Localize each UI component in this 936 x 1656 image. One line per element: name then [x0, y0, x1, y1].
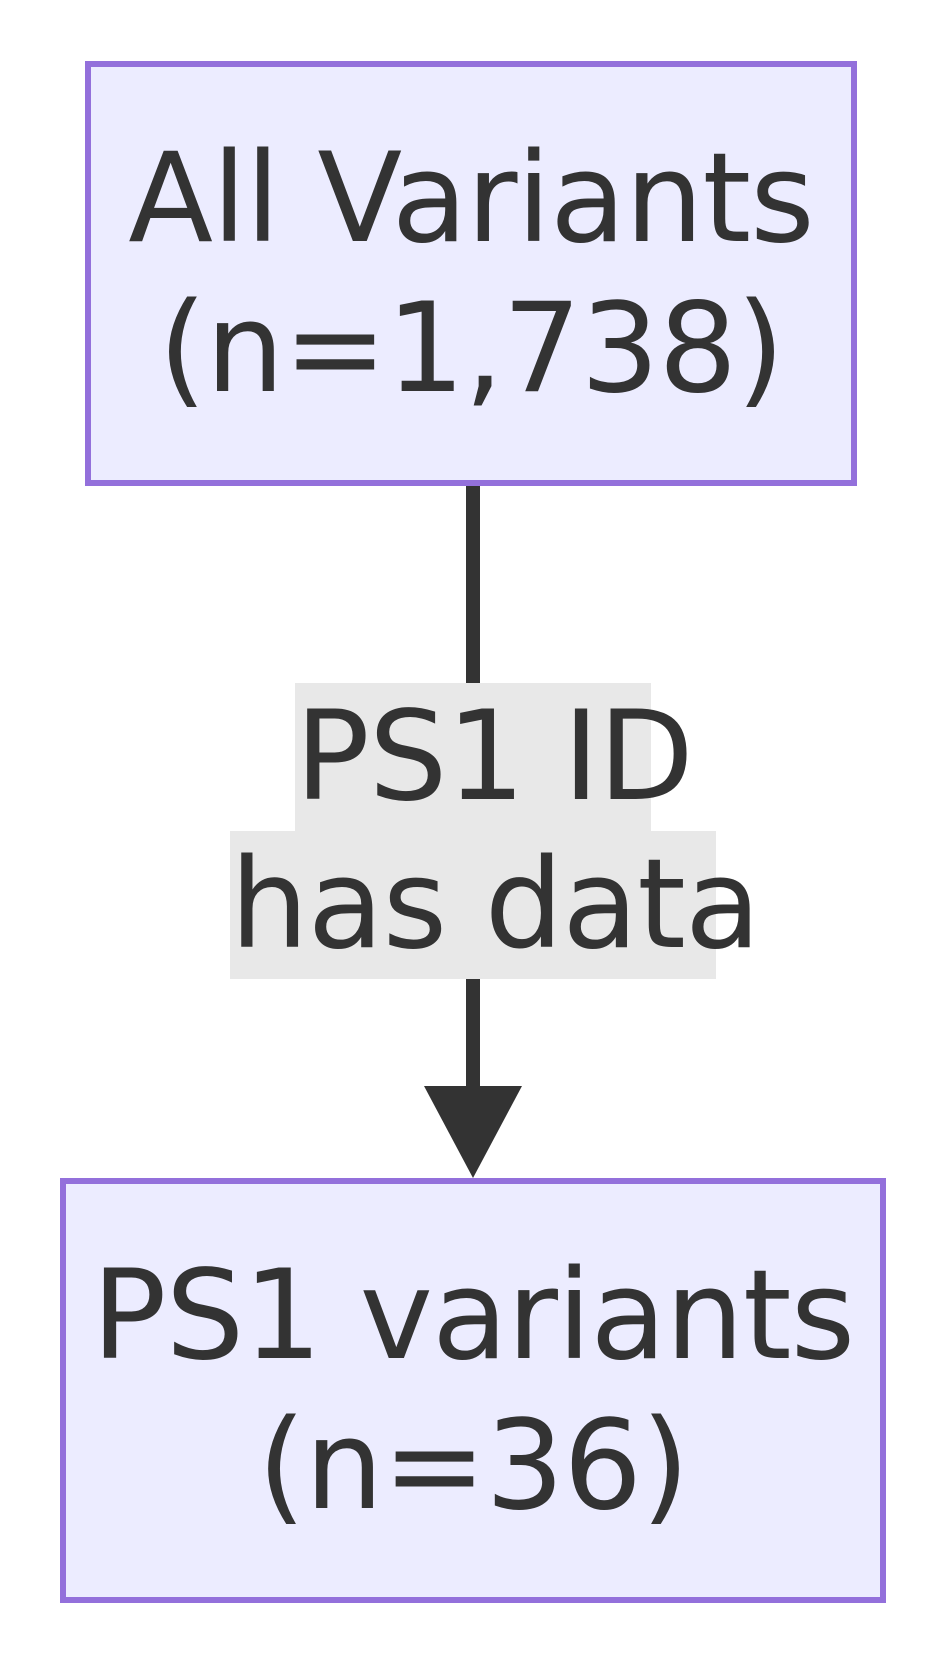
node-all-variants[interactable]: All Variants (n=1,738) — [85, 61, 857, 486]
edge-label-line-2: has data — [230, 831, 761, 979]
edge-label-line-1: PS1 ID — [295, 683, 694, 831]
node-ps1-variants-title: PS1 variants — [91, 1243, 855, 1388]
node-ps1-variants-count: (n=36) — [257, 1393, 689, 1538]
node-ps1-variants[interactable]: PS1 variants (n=36) — [60, 1178, 886, 1603]
node-all-variants-count: (n=1,738) — [158, 276, 784, 421]
arrowhead-icon — [424, 1086, 522, 1178]
node-all-variants-title: All Variants — [128, 126, 815, 271]
